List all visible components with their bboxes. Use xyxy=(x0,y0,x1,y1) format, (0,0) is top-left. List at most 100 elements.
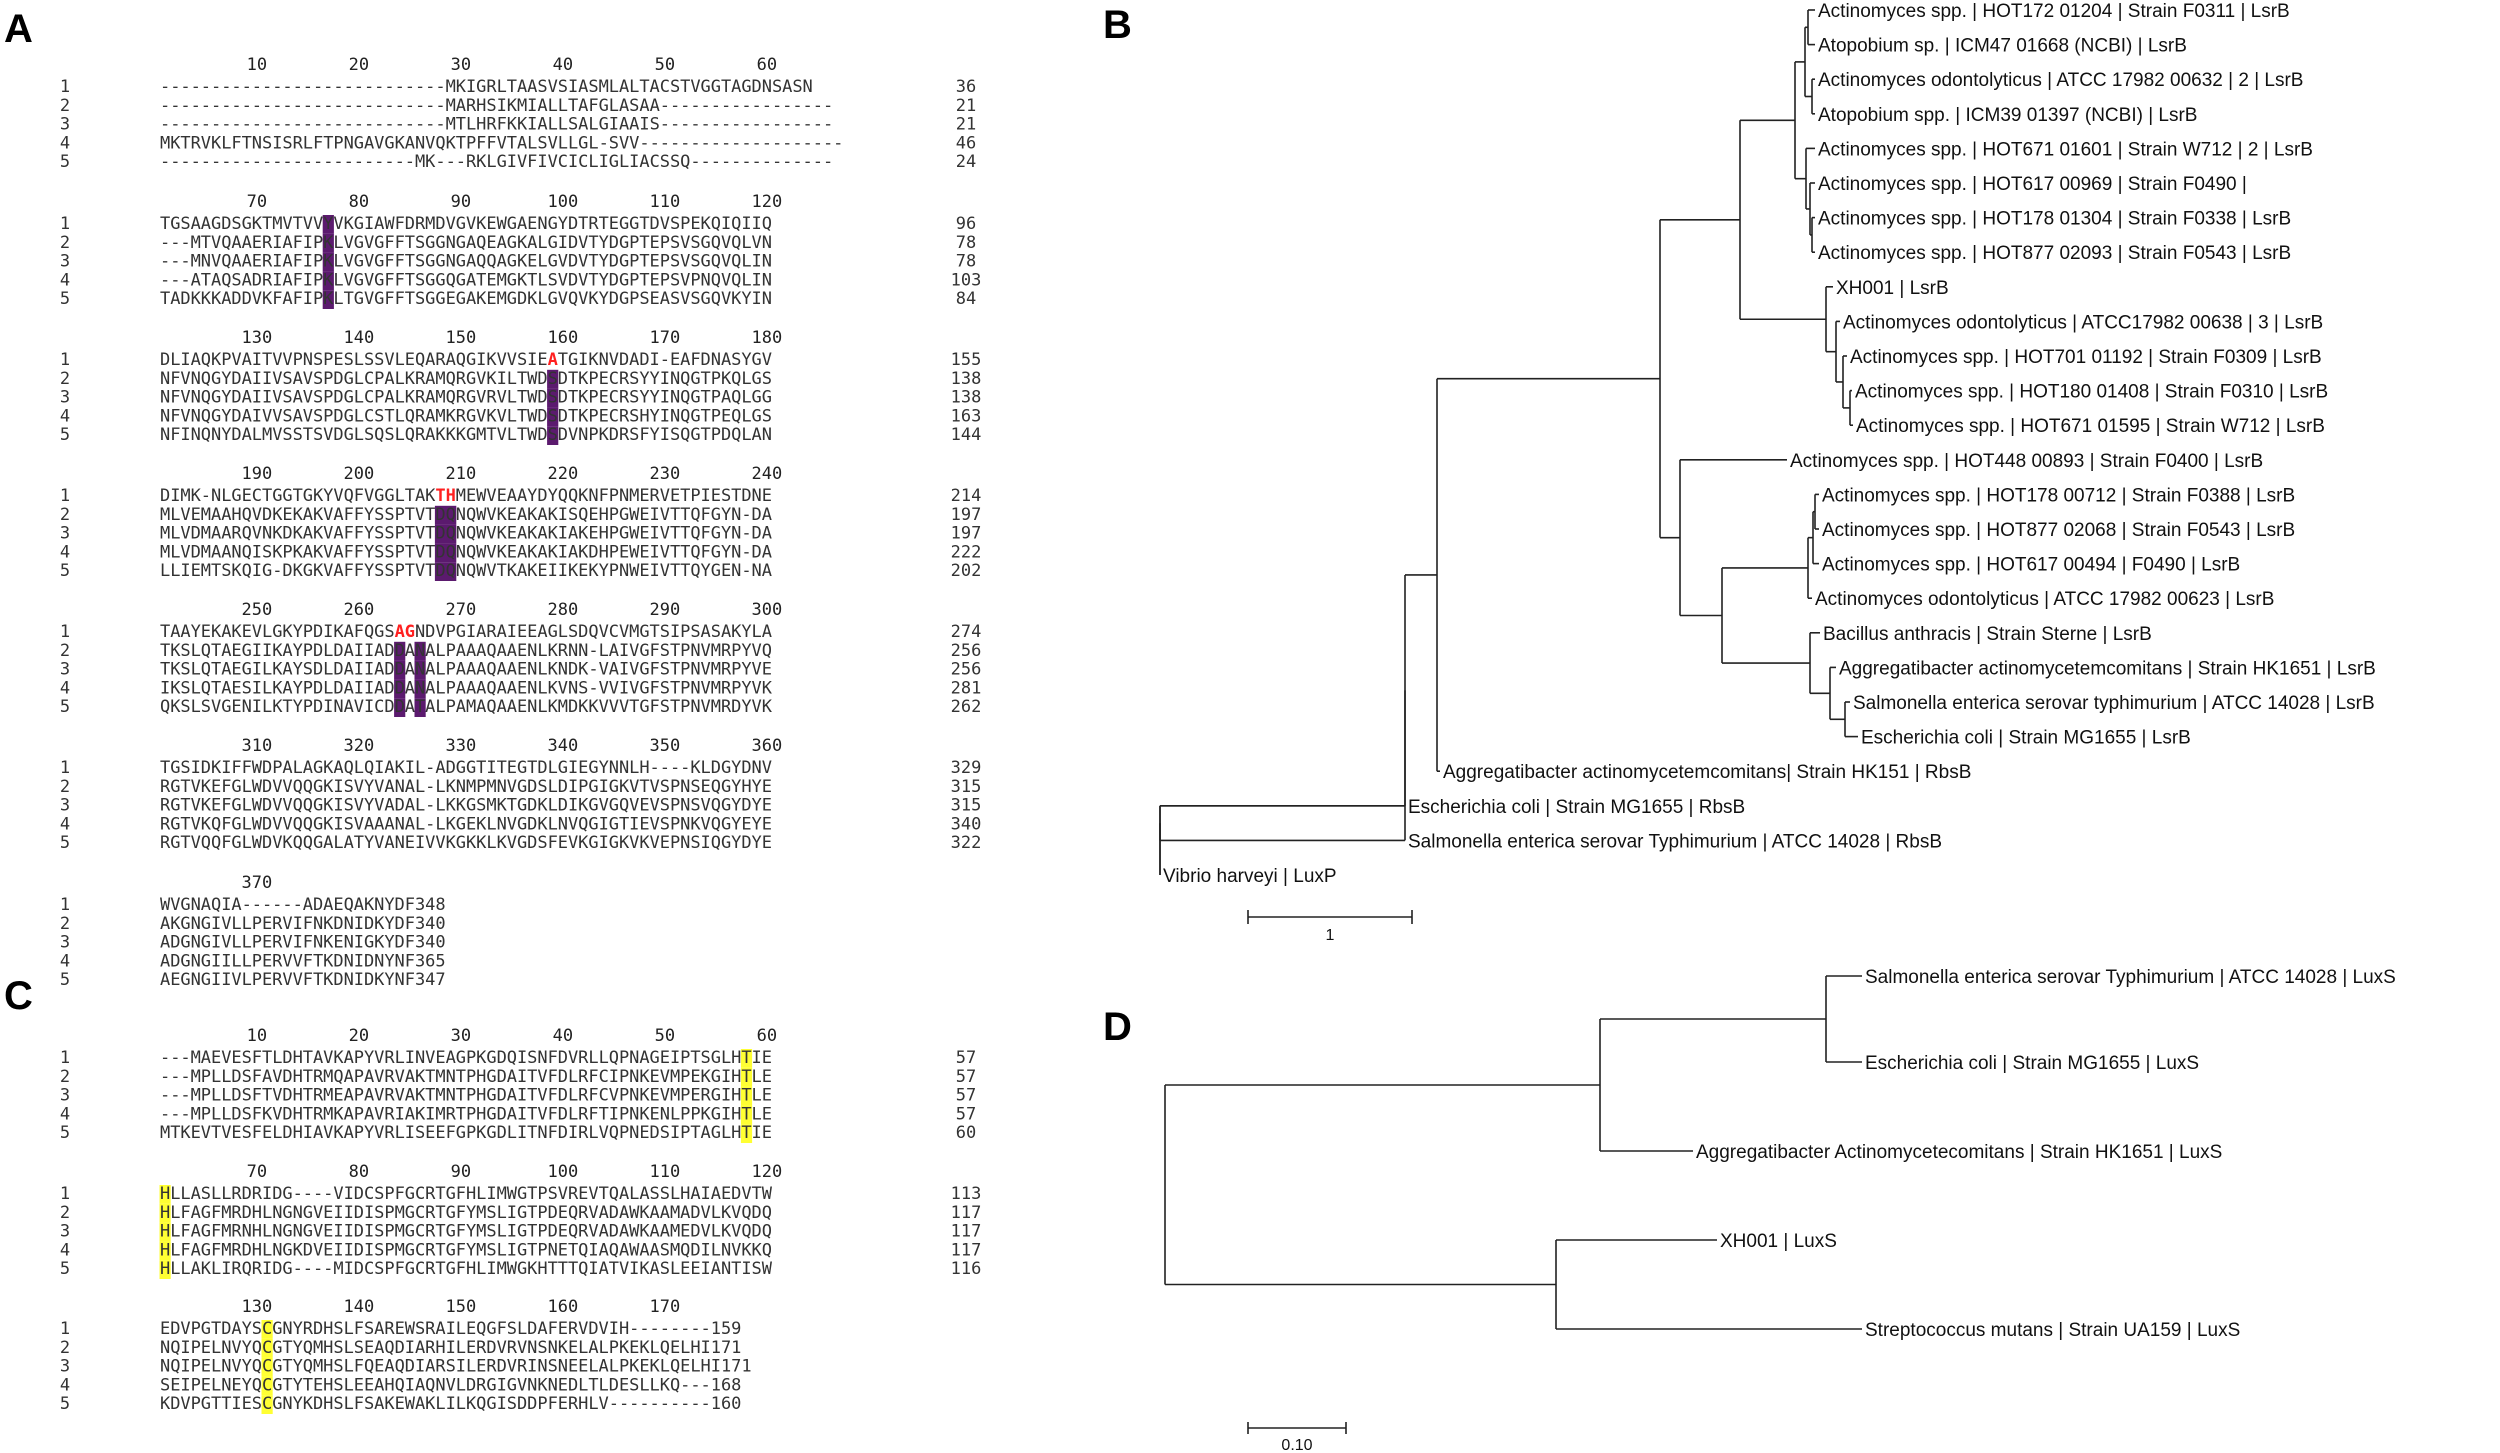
tree-b-leaf-label: Actinomyces spp. | HOT617 00494 | F0490 … xyxy=(1822,555,2240,576)
ruler-tick-label: 250 xyxy=(242,600,273,620)
residue-highlight xyxy=(159,1241,171,1261)
sequence-row: ---ATAQSADRIAFIPKLVGVGFFTSGGQGATEMGKTLSV… xyxy=(160,270,772,290)
ruler-tick-label: 20 xyxy=(349,55,369,75)
ruler-tick-label: 140 xyxy=(344,328,375,348)
sequence-end-position: 281 xyxy=(951,678,982,698)
sequence-row-id: 2 xyxy=(60,641,70,661)
ruler-tick-label: 40 xyxy=(553,1026,573,1046)
tree-b-leaf-label: Aggregatibacter actinomycetemcomitans | … xyxy=(1839,658,2376,679)
sequence-row: QKSLSVGENILKTYPDINAVICDDATALPAMAQAAENLKM… xyxy=(160,697,773,717)
residue-highlight xyxy=(394,698,406,717)
residue-highlight xyxy=(159,1185,171,1204)
sequence-row: NQIPELNVYQCGTYQMHSLSEAQDIARHILERDVRVNSNK… xyxy=(160,1338,741,1358)
sequence-end-position: 96 xyxy=(956,214,976,234)
sequence-row-id: 4 xyxy=(60,1104,70,1124)
sequence-end-position: 202 xyxy=(951,561,982,581)
sequence-row: TAAYEKAKEVLGKYPDIKAFQGSAGNDVPGIARAIEEAGL… xyxy=(160,622,772,642)
sequence-row-id: 1 xyxy=(60,486,70,506)
ruler-tick-label: 230 xyxy=(650,464,681,484)
sequence-row-id: 2 xyxy=(60,369,70,389)
ruler-tick-label: 10 xyxy=(247,1026,267,1046)
sequence-row: RGTVKQFGLWDVVQQGKISVAAANAL-LKGEKLNVGDKLN… xyxy=(160,814,772,834)
sequence-row-id: 2 xyxy=(60,777,70,797)
sequence-end-position: 24 xyxy=(956,152,976,172)
sequence-row-id: 2 xyxy=(60,1203,70,1223)
residue-highlight xyxy=(261,1338,273,1358)
residue-highlight xyxy=(261,1357,273,1377)
ruler-tick-label: 70 xyxy=(247,192,267,212)
ruler-tick-label: 240 xyxy=(752,464,783,484)
tree-b-leaf-label: Actinomyces odontolyticus | ATCC 17982 0… xyxy=(1818,70,2303,91)
residue-highlight xyxy=(434,543,457,563)
tree-b-leaf-label: Salmonella enterica serovar typhimurium … xyxy=(1853,693,2375,714)
ruler-tick-label: 70 xyxy=(247,1162,267,1182)
sequence-end-position: 21 xyxy=(956,115,976,135)
sequence-end-position: 329 xyxy=(951,758,982,778)
sequence-row-id: 2 xyxy=(60,1338,70,1358)
sequence-row: WVGNAQIA------ADAEQAKNYDF348 xyxy=(160,895,446,915)
sequence-row: AKGNGIVLLPERVIFNKDNIDKYDF340 xyxy=(160,914,446,934)
sequence-end-position: 21 xyxy=(956,96,976,116)
residue-highlight xyxy=(547,407,559,427)
ruler-tick-label: 310 xyxy=(242,736,273,756)
tree-b-leaf-label: Actinomyces spp. | HOT877 02068 | Strain… xyxy=(1822,520,2295,541)
panel-label-b: B xyxy=(1103,3,1132,47)
sequence-row: ----------------------------MTLHRFKKIALL… xyxy=(160,115,833,135)
sequence-end-position: 262 xyxy=(951,697,982,717)
sequence-row: MTKEVTVESFELDHIAVKAPYVRLISEEFGPKGDLITNFD… xyxy=(160,1123,772,1143)
tree-d-leaf-label: Streptococcus mutans | Strain UA159 | Lu… xyxy=(1865,1320,2240,1341)
tree-d-leaf-label: XH001 | LuxS xyxy=(1720,1231,1837,1252)
sequence-row-id: 3 xyxy=(60,524,70,544)
tree-b-leaf-label: Actinomyces spp. | HOT172 01204 | Strain… xyxy=(1818,1,2290,22)
residue-highlight xyxy=(322,215,334,234)
residue-highlight xyxy=(434,505,457,525)
sequence-end-position: 117 xyxy=(951,1240,982,1260)
ruler-tick-label: 150 xyxy=(446,1297,477,1317)
sequence-row: TKSLQTAEGILKAYSDLDAIIADDANALPAAAQAAENLKN… xyxy=(160,660,772,680)
panel-b-phylogenetic-tree: Actinomyces spp. | HOT172 01204 | Strain… xyxy=(1159,1,2376,944)
sequence-row-id: 4 xyxy=(60,542,70,562)
sequence-row-id: 1 xyxy=(60,622,70,642)
tree-b-leaf-label: Bacillus anthracis | Strain Sterne | Lsr… xyxy=(1823,624,2152,645)
sequence-row: AEGNGIIVLPERVVFTKDNIDKYNF347 xyxy=(160,970,446,990)
ruler-tick-label: 10 xyxy=(247,55,267,75)
sequence-end-position: 57 xyxy=(956,1067,976,1087)
residue-highlight xyxy=(414,679,426,699)
sequence-end-position: 60 xyxy=(956,1123,976,1143)
residue-highlight xyxy=(261,1320,273,1339)
ruler-tick-label: 100 xyxy=(548,1162,579,1182)
ruler-tick-label: 110 xyxy=(650,1162,681,1182)
sequence-row-id: 3 xyxy=(60,660,70,680)
tree-b-leaf-label: XH001 | LsrB xyxy=(1836,278,1949,299)
tree-b-leaf-label: Actinomyces spp. | HOT178 01304 | Strain… xyxy=(1818,209,2291,230)
sequence-row-id: 3 xyxy=(60,796,70,816)
sequence-row-id: 5 xyxy=(60,1259,70,1279)
residue-highlight xyxy=(740,1086,753,1106)
sequence-row-id: 3 xyxy=(60,1086,70,1106)
residue-highlight xyxy=(414,660,426,680)
sequence-row: ---MPLLDSFKVDHTRMKAPAVRIAKIMRTPHGDAITVFD… xyxy=(160,1104,772,1124)
sequence-row: RGTVKEFGLWDVVQQGKISVYVANAL-LKNMPMNVGDSLD… xyxy=(160,777,772,797)
residue-highlight xyxy=(322,290,334,309)
sequence-row: TKSLQTAEGIIKAYPDLDAIIADDANALPAAAQAAENLKR… xyxy=(160,641,772,661)
residue-highlight xyxy=(322,252,334,272)
sequence-row-id: 2 xyxy=(60,505,70,525)
sequence-row-id: 4 xyxy=(60,406,70,426)
tree-d-leaf-label: Escherichia coli | Strain MG1655 | LuxS xyxy=(1865,1053,2199,1074)
sequence-row-id: 4 xyxy=(60,270,70,290)
residue-highlight xyxy=(740,1124,753,1143)
sequence-row-id: 3 xyxy=(60,388,70,408)
sequence-row: MLVEMAAHQVDKEKAKVAFFYSSPTVTDQNQWVKEAKAKI… xyxy=(160,505,772,525)
panel-d-phylogenetic-tree: Salmonella enterica serovar Typhimurium … xyxy=(1164,967,2396,1453)
sequence-row-id: 3 xyxy=(60,115,70,135)
residue-highlight xyxy=(261,1395,273,1414)
residue-highlight xyxy=(414,698,426,717)
sequence-end-position: 256 xyxy=(951,660,982,680)
sequence-row: IKSLQTAESILKAYPDLDAIIADDANALPAAAQAAENLKV… xyxy=(160,678,773,698)
ruler-tick-label: 80 xyxy=(349,1162,369,1182)
ruler-tick-label: 350 xyxy=(650,736,681,756)
sequence-end-position: 36 xyxy=(956,77,976,97)
sequence-row: NFINQNYDALMVSSTSVDGLSQSLQRAKKKGMTVLTWDSD… xyxy=(160,425,772,445)
